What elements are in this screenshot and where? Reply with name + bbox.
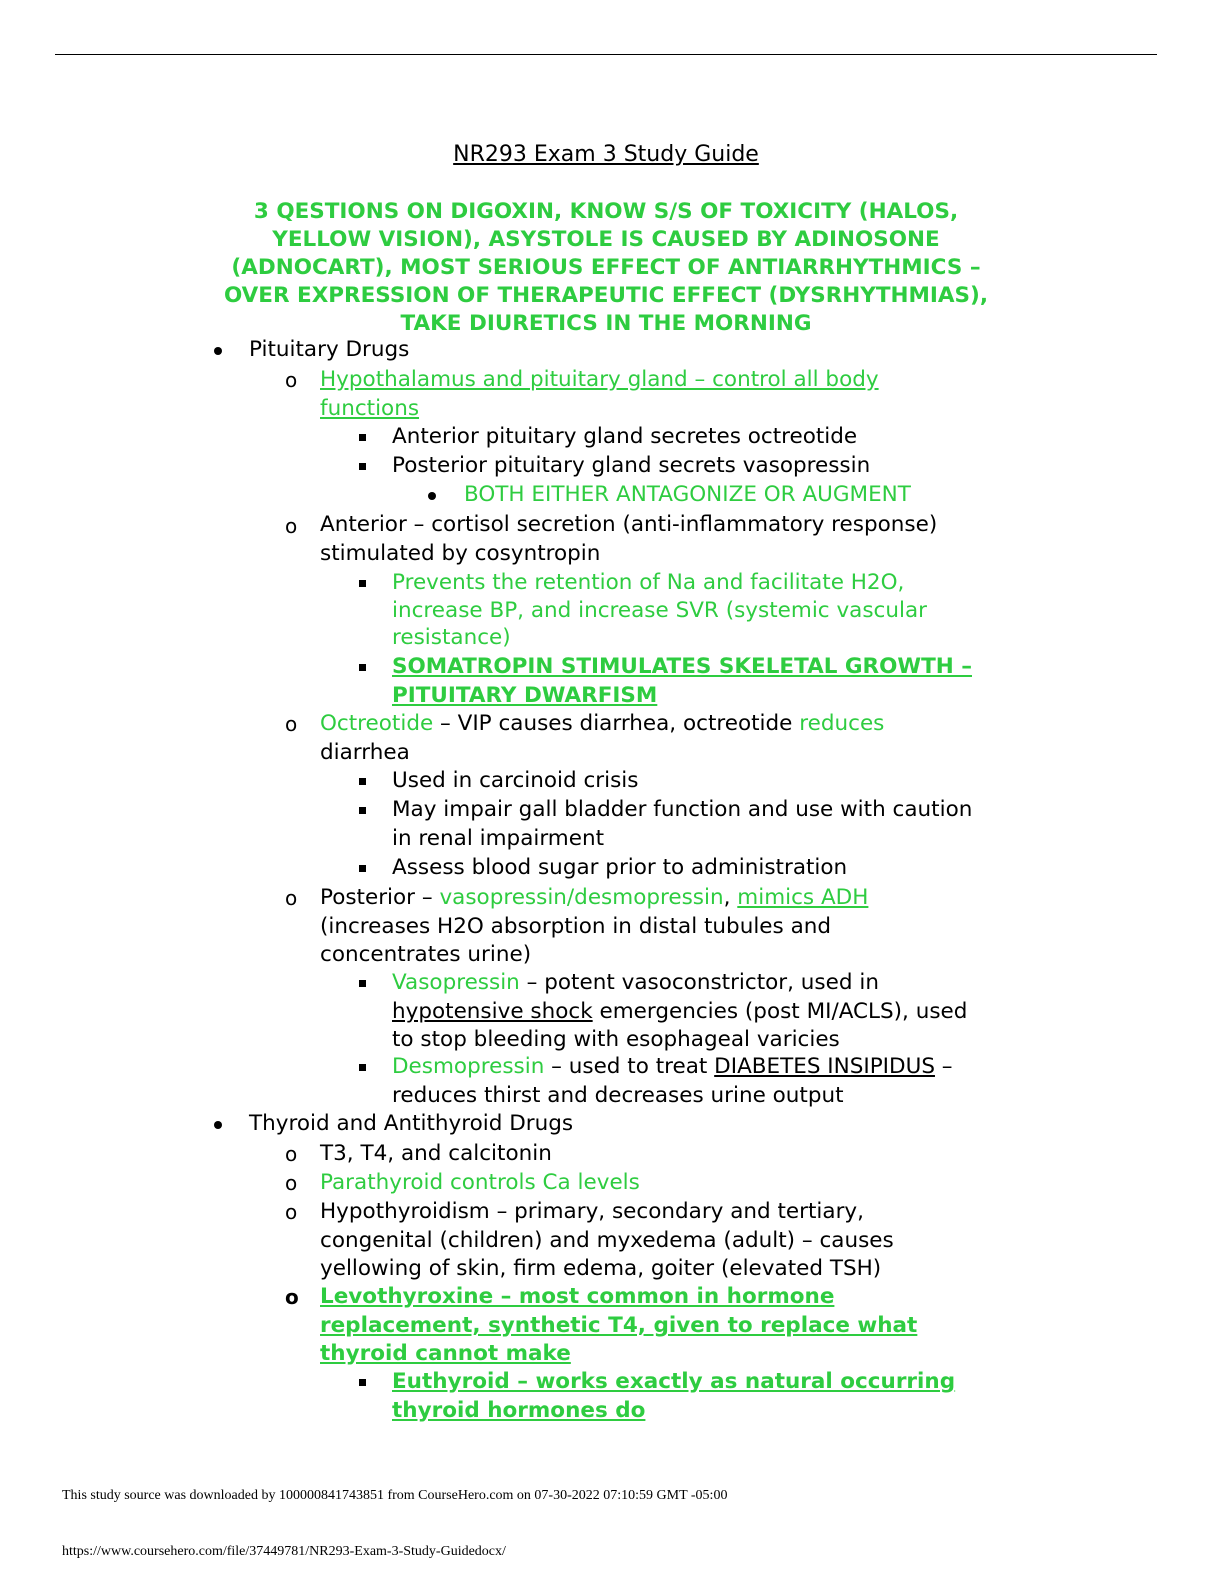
list-item: functions [320, 396, 420, 421]
page-title: NR293 Exam 3 Study Guide [453, 142, 759, 167]
list-item: hypotensive shock emergencies (post MI/A… [392, 999, 968, 1024]
list-item: resistance) [392, 625, 511, 650]
list-item: Anterior – cortisol secretion (anti-infl… [320, 512, 938, 537]
list-item: Posterior – vasopressin/desmopressin, mi… [320, 885, 869, 910]
source-url[interactable]: https://www.coursehero.com/file/37449781… [62, 1544, 506, 1559]
list-item: Pituitary Drugs [249, 337, 410, 362]
circle-bullet-icon: o [285, 368, 298, 392]
square-bullet-icon [359, 807, 366, 814]
square-bullet-icon [359, 778, 366, 785]
list-item: PITUITARY DWARFISM [392, 683, 658, 708]
list-item: (increases H2O absorption in distal tubu… [320, 914, 832, 939]
list-item: Used in carcinoid crisis [392, 768, 639, 793]
list-item: SOMATROPIN STIMULATES SKELETAL GROWTH – [392, 654, 972, 679]
list-item: Posterior pituitary gland secrets vasopr… [392, 453, 871, 478]
list-item: BOTH EITHER ANTAGONIZE OR AUGMENT [464, 482, 911, 507]
list-item: T3, T4, and calcitonin [320, 1141, 552, 1166]
banner-line: YELLOW VISION), ASYSTOLE IS CAUSED BY AD… [272, 227, 940, 252]
exam-banner: 3 QESTIONS ON DIGOXIN, KNOW S/S OF TOXIC… [150, 198, 1062, 338]
list-item: stimulated by cosyntropin [320, 541, 601, 566]
list-item: to stop bleeding with esophageal varicie… [392, 1027, 840, 1052]
list-item: Prevents the retention of Na and facilit… [392, 570, 905, 595]
list-item: concentrates urine) [320, 942, 532, 967]
list-item: thyroid hormones do [392, 1398, 646, 1423]
list-item: Euthyroid – works exactly as natural occ… [392, 1369, 956, 1394]
list-item: increase BP, and increase SVR (systemic … [392, 598, 927, 623]
circle-bullet-icon: o [285, 886, 298, 910]
list-item: thyroid cannot make [320, 1341, 571, 1366]
list-item: Desmopressin – used to treat DIABETES IN… [392, 1054, 953, 1079]
banner-line: (ADNOCART), MOST SERIOUS EFFECT OF ANTIA… [231, 255, 981, 280]
list-item: May impair gall bladder function and use… [392, 797, 973, 822]
banner-line: TAKE DIURETICS IN THE MORNING [400, 311, 812, 336]
list-item: diarrhea [320, 740, 410, 765]
top-rule [55, 54, 1157, 55]
list-item: Levothyroxine – most common in hormone [320, 1284, 835, 1309]
list-item: Thyroid and Antithyroid Drugs [249, 1111, 574, 1136]
bullet-icon [428, 492, 436, 500]
circle-bullet-icon: o [285, 1171, 298, 1195]
list-item: Hypothalamus and pituitary gland – contr… [320, 367, 879, 392]
list-item: Hypothyroidism – primary, secondary and … [320, 1199, 864, 1224]
square-bullet-icon [359, 980, 366, 987]
bullet-icon [214, 347, 222, 355]
square-bullet-icon [359, 580, 366, 587]
circle-bullet-icon: o [285, 1200, 298, 1224]
square-bullet-icon [359, 1064, 366, 1071]
square-bullet-icon [359, 865, 366, 872]
circle-bullet-icon: o [285, 1285, 299, 1309]
list-item: Anterior pituitary gland secretes octreo… [392, 424, 858, 449]
bullet-icon [214, 1121, 222, 1129]
list-item: yellowing of skin, firm edema, goiter (e… [320, 1256, 882, 1281]
banner-line: 3 QESTIONS ON DIGOXIN, KNOW S/S OF TOXIC… [253, 199, 959, 224]
square-bullet-icon [359, 434, 366, 441]
list-item: reduces thirst and decreases urine outpu… [392, 1083, 844, 1108]
list-item: Vasopressin – potent vasoconstrictor, us… [392, 970, 879, 995]
square-bullet-icon [359, 463, 366, 470]
banner-line: OVER EXPRESSION OF THERAPEUTIC EFFECT (D… [223, 283, 989, 308]
list-item: replacement, synthetic T4, given to repl… [320, 1313, 918, 1338]
square-bullet-icon [359, 1379, 366, 1386]
list-item: congenital (children) and myxedema (adul… [320, 1228, 894, 1253]
list-item: in renal impairment [392, 826, 605, 851]
download-notice: This study source was downloaded by 1000… [62, 1488, 728, 1503]
square-bullet-icon [359, 664, 366, 671]
list-item: Octreotide – VIP causes diarrhea, octreo… [320, 711, 885, 736]
list-item: Parathyroid controls Ca levels [320, 1170, 640, 1195]
circle-bullet-icon: o [285, 712, 298, 736]
circle-bullet-icon: o [285, 1142, 298, 1166]
list-item: Assess blood sugar prior to administrati… [392, 855, 848, 880]
circle-bullet-icon: o [285, 514, 298, 538]
